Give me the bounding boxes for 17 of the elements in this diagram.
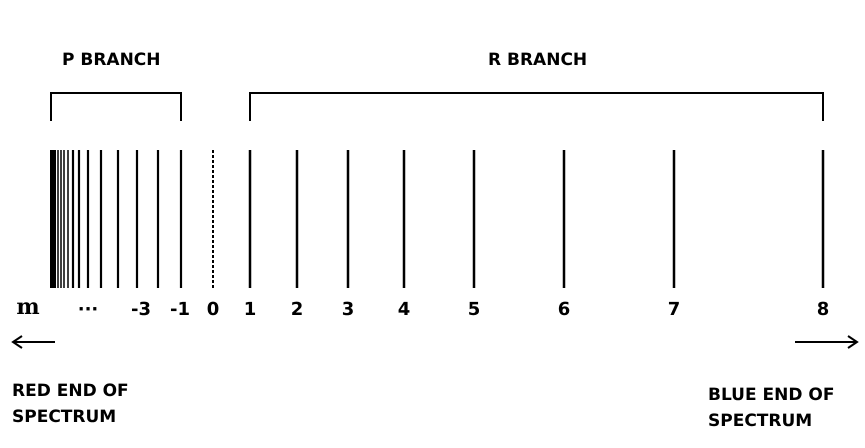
number-label: 1 <box>244 300 256 320</box>
ellipsis: ··· <box>78 300 98 320</box>
branch-label: R BRANCH <box>488 50 588 70</box>
number-label: 8 <box>816 300 830 320</box>
number-label: 3 <box>342 300 354 320</box>
spectrum-end-label: BLUE END OF SPECTRUM <box>708 384 836 433</box>
number-label: -3 <box>131 300 151 320</box>
number-label: 7 <box>668 300 680 320</box>
number-label: 0 <box>206 300 220 320</box>
number-label: 4 <box>398 300 410 320</box>
spectrum-end-label: RED END OF SPECTRUM <box>12 380 130 429</box>
number-label: -1 <box>170 300 190 320</box>
number-label: 6 <box>558 300 570 320</box>
number-label: 5 <box>468 300 480 320</box>
number-label: 2 <box>290 300 304 320</box>
branch-label: P BRANCH <box>62 50 161 70</box>
variable-label: m <box>16 297 40 317</box>
